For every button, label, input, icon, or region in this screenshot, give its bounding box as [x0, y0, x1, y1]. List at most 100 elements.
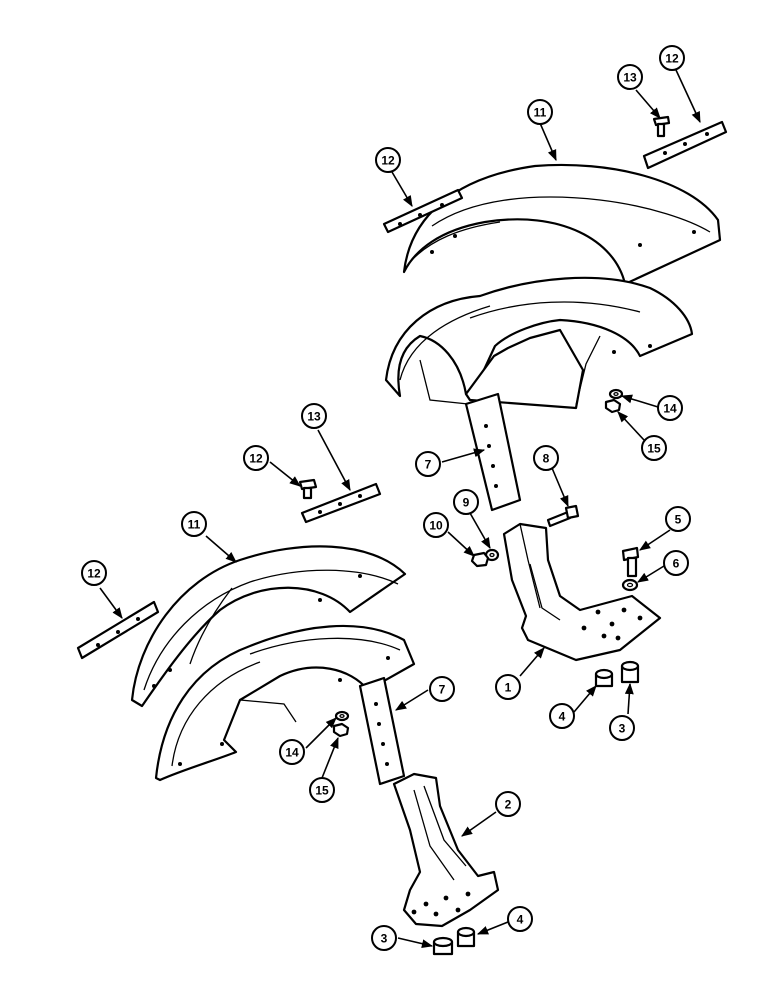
callout-number: 11	[534, 106, 547, 120]
callout-circle	[665, 506, 691, 532]
leader-lines	[99, 69, 701, 949]
callout-circle	[453, 489, 479, 515]
callout-circle	[527, 99, 553, 125]
upper-washer	[608, 388, 624, 400]
callout-3-bottom: 3	[371, 925, 397, 951]
callout-number: 11	[188, 518, 201, 532]
callout-number: 4	[517, 913, 524, 927]
callout-number: 1	[505, 681, 512, 695]
bracket-2	[392, 772, 500, 928]
callout-number: 12	[87, 567, 101, 581]
callout-circle	[659, 45, 685, 71]
washer-6	[621, 578, 639, 592]
callout-circle	[375, 147, 401, 173]
callout-number: 13	[307, 410, 321, 424]
callout-number: 2	[505, 798, 512, 812]
callout-circle	[549, 703, 575, 729]
spacer-3-right	[620, 660, 640, 684]
callout-14-left: 14	[279, 739, 305, 765]
upper-support-tube	[464, 392, 522, 512]
callout-11-left: 11	[181, 511, 207, 537]
callout-circle	[415, 451, 441, 477]
lower-support-tube	[358, 676, 406, 786]
callout-circle	[495, 674, 521, 700]
callout-11-top: 11	[527, 99, 553, 125]
lower-bolt	[298, 478, 318, 500]
lower-washer	[334, 710, 350, 722]
callout-number: 6	[673, 557, 680, 571]
upper-nut	[604, 398, 622, 414]
bolt-8	[546, 504, 580, 528]
callout-4-bottom: 4	[507, 906, 533, 932]
callout-circle	[617, 64, 643, 90]
callout-12-left: 12	[81, 560, 107, 586]
callout-number: 5	[675, 513, 682, 527]
callout-15-top: 15	[641, 435, 667, 461]
callout-circle	[309, 777, 335, 803]
upper-fender-strip-right	[642, 120, 728, 170]
callout-9: 9	[453, 489, 479, 515]
callout-circle	[429, 676, 455, 702]
callout-circle	[181, 511, 207, 537]
callout-5: 5	[665, 506, 691, 532]
callout-circle	[495, 791, 521, 817]
upper-bolt	[652, 115, 671, 138]
callout-15-left: 15	[309, 777, 335, 803]
spacer-3-bottom	[432, 936, 454, 956]
callout-circle	[243, 445, 269, 471]
lower-fender-strip-left	[76, 600, 160, 660]
callout-13-left: 13	[301, 403, 327, 429]
lower-nut	[332, 722, 350, 738]
nut-10	[470, 551, 490, 568]
callout-circle	[279, 739, 305, 765]
callout-7-top: 7	[415, 451, 441, 477]
callout-circle	[657, 395, 683, 421]
callout-number: 4	[559, 710, 566, 724]
callout-2: 2	[495, 791, 521, 817]
callout-7-left: 7	[429, 676, 455, 702]
callout-13-top: 13	[617, 64, 643, 90]
callout-number: 12	[249, 452, 263, 466]
callout-circle	[301, 403, 327, 429]
callout-number: 9	[463, 496, 470, 510]
callout-14-top: 14	[657, 395, 683, 421]
callout-circle	[609, 715, 635, 741]
callout-8: 8	[533, 445, 559, 471]
upper-fender-strip-left	[382, 188, 464, 234]
callout-number: 13	[623, 71, 637, 85]
callout-12-left-bolt: 12	[243, 445, 269, 471]
callout-circle	[663, 550, 689, 576]
spacer-4-bottom	[456, 926, 476, 948]
callout-circle	[81, 560, 107, 586]
callout-number: 12	[665, 52, 679, 66]
callout-10: 10	[423, 512, 449, 538]
callout-12-top-right: 12	[659, 45, 685, 71]
callout-12-top-left: 12	[375, 147, 401, 173]
callout-number: 7	[425, 458, 432, 472]
spacer-4-right	[594, 668, 614, 688]
upper-fender-frame	[384, 276, 694, 410]
callout-4-right: 4	[549, 703, 575, 729]
callout-number: 10	[429, 519, 443, 533]
callout-number: 14	[285, 746, 299, 760]
callout-3-right: 3	[609, 715, 635, 741]
callout-number: 12	[381, 154, 395, 168]
bracket-1	[502, 522, 662, 662]
callout-circle	[533, 445, 559, 471]
callout-circle	[371, 925, 397, 951]
callout-number: 7	[439, 683, 446, 697]
callout-circle	[641, 435, 667, 461]
callout-number: 15	[315, 784, 329, 798]
callout-number: 3	[381, 932, 388, 946]
callout-number: 15	[647, 442, 661, 456]
callout-number: 3	[619, 722, 626, 736]
callout-6: 6	[663, 550, 689, 576]
callout-number: 14	[663, 402, 677, 416]
lower-fender-panel	[130, 545, 407, 708]
bolt-5	[621, 546, 640, 578]
callout-number: 8	[543, 452, 550, 466]
lower-fender-frame	[154, 624, 416, 782]
callout-1: 1	[495, 674, 521, 700]
